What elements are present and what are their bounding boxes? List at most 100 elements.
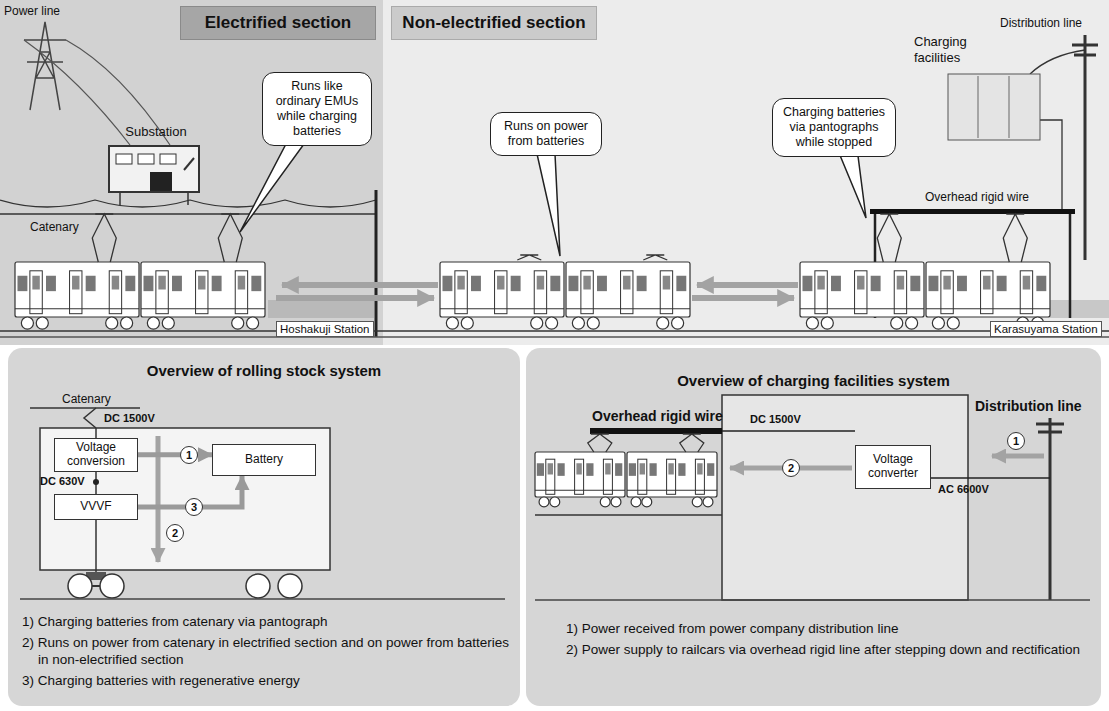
car-door	[638, 459, 647, 494]
car-window	[442, 276, 452, 291]
cabinet-door	[978, 76, 1009, 138]
distribution-pole	[1036, 418, 1064, 600]
car-door	[603, 459, 612, 494]
section-region: Electrified sectionSubstation Runs like o…	[0, 0, 383, 340]
power-tower	[24, 22, 66, 110]
rail	[0, 330, 1109, 332]
car-door	[667, 459, 676, 494]
ac-feeder	[931, 477, 1050, 479]
node-text: Battery	[245, 453, 283, 467]
node-text: Electrified section	[180, 6, 376, 40]
car-window	[172, 276, 182, 291]
door-window	[605, 463, 610, 474]
car-door	[70, 271, 82, 314]
wheel	[611, 497, 621, 507]
wheel	[672, 317, 684, 329]
wheel	[232, 317, 244, 329]
car-window	[910, 276, 920, 291]
car-window	[471, 276, 481, 291]
pantograph	[643, 255, 667, 260]
distribution-pole	[1072, 35, 1098, 260]
wheel	[572, 317, 584, 329]
wheel	[461, 317, 473, 329]
door-window	[983, 276, 990, 290]
substation-window	[138, 154, 154, 164]
wheel	[546, 317, 558, 329]
wheel	[947, 317, 959, 329]
list-item: 2) Runs on power from catenary in electr…	[22, 634, 512, 669]
car-window	[511, 276, 521, 291]
car-body	[141, 262, 265, 317]
door-window	[112, 276, 119, 290]
car-window	[143, 276, 153, 291]
wheel	[550, 497, 560, 507]
part-label: AC 6600V	[938, 483, 989, 495]
panel-ground	[8, 348, 520, 706]
platform	[268, 300, 374, 318]
pantograph	[877, 214, 901, 262]
part-label: Catenary	[62, 392, 111, 406]
car-door	[495, 271, 507, 314]
wheel	[539, 497, 549, 507]
node-text: Voltage conversion	[59, 441, 133, 469]
catenary-wire	[0, 213, 376, 214]
car-window	[928, 276, 938, 291]
pantograph	[218, 214, 242, 262]
door-window	[583, 276, 590, 290]
car-window	[615, 463, 622, 476]
car-body	[627, 452, 717, 497]
substation-box: Substation	[108, 145, 200, 193]
ground-line	[0, 336, 1109, 338]
car-door	[196, 271, 208, 314]
skirt-line	[926, 308, 1050, 309]
process-box: Voltage conversion	[54, 438, 138, 472]
door-window	[72, 276, 79, 290]
speech-bubble: Charging batteries via pantographs while…	[772, 98, 896, 157]
car-door	[581, 271, 593, 314]
bubble-tails	[240, 144, 866, 256]
car-body	[15, 262, 139, 317]
skirt-line	[15, 308, 139, 309]
pantograph	[680, 434, 704, 452]
list: 1) Power received from power company dis…	[566, 620, 1086, 661]
door-window	[537, 276, 544, 290]
car-window	[707, 463, 714, 476]
callout-number: 3	[185, 498, 203, 516]
wheel	[587, 317, 599, 329]
door-window	[497, 276, 504, 290]
wheel	[121, 317, 133, 329]
door-window	[640, 463, 645, 474]
door-window	[817, 276, 824, 290]
car-door	[981, 271, 993, 314]
pantograph	[588, 434, 612, 452]
electrified-ground	[0, 0, 383, 345]
door-window	[158, 276, 165, 290]
car-window	[831, 276, 841, 291]
car-window	[802, 276, 812, 291]
wheel	[657, 317, 669, 329]
car-body	[926, 262, 1050, 317]
callout-number: 1	[1007, 432, 1025, 450]
car-door	[855, 271, 867, 314]
overhead-rigid-wire	[870, 209, 1075, 214]
flow-arrow	[992, 454, 1044, 459]
overhead-rigid-wire	[590, 428, 722, 434]
part-label: DC 630V	[40, 475, 85, 487]
part-label: Distribution line	[975, 398, 1082, 414]
list-item: 2) Power supply to railcars via overhead…	[566, 641, 1086, 659]
car-door	[546, 459, 555, 494]
wheel	[446, 317, 458, 329]
node-text: Charging facilities	[914, 34, 1014, 65]
pantograph	[92, 214, 116, 262]
node-text: Runs like ordinary EMUs while charging b…	[270, 79, 364, 139]
battery-box: Battery	[212, 444, 316, 476]
wheel	[531, 317, 543, 329]
wheel	[631, 497, 641, 507]
part-label: Catenary	[30, 220, 79, 234]
list-item: 1) Power received from power company dis…	[566, 620, 1086, 638]
car-door	[534, 271, 546, 314]
bubble-tail	[240, 144, 304, 232]
ground-line	[535, 599, 1090, 601]
part-label: Distribution line	[1000, 16, 1082, 30]
